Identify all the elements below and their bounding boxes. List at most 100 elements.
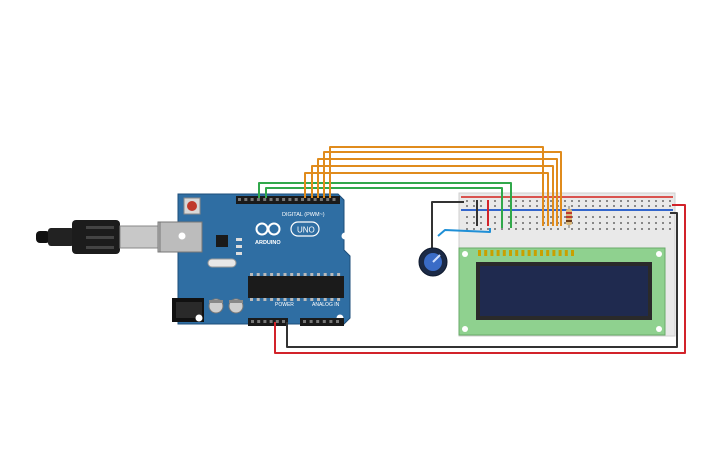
- wire-orange-4[interactable]: [323, 151, 562, 226]
- lcd-pin: [509, 250, 512, 256]
- breadboard-hole: [662, 228, 664, 230]
- breadboard-hole: [648, 216, 650, 218]
- chip-leg: [337, 273, 341, 276]
- wire-red-5v[interactable]: [274, 204, 686, 354]
- lcd-pin: [484, 250, 488, 256]
- breadboard-hole: [669, 216, 671, 218]
- breadboard-hole: [578, 216, 580, 218]
- breadboard-hole: [606, 205, 608, 207]
- lcd-pin: [515, 250, 519, 256]
- lcd-pin: [546, 250, 550, 256]
- chip-leg: [283, 298, 287, 301]
- header-pin: [303, 320, 306, 323]
- reset-button[interactable]: [183, 197, 201, 215]
- breadboard-hole: [515, 222, 517, 224]
- breadboard-hole: [655, 205, 657, 207]
- breadboard-hole: [494, 222, 496, 224]
- lcd-16x2-module[interactable]: [458, 247, 666, 336]
- breadboard-hole: [669, 228, 671, 230]
- breadboard-hole: [515, 228, 517, 230]
- header-pin: [263, 320, 267, 323]
- breadboard-hole: [494, 205, 496, 207]
- breadboard-hole: [599, 205, 601, 207]
- breadboard-hole: [627, 228, 629, 230]
- breadboard-hole: [529, 228, 531, 230]
- header-pin: [244, 198, 248, 201]
- breadboard-hole: [613, 216, 615, 218]
- breadboard-hole: [606, 222, 608, 224]
- wire-orange-2[interactable]: [311, 165, 554, 226]
- chip-leg: [270, 298, 274, 301]
- breadboard-hole: [480, 200, 482, 202]
- breadboard-hole: [648, 200, 650, 202]
- breadboard-hole: [648, 222, 650, 224]
- breadboard-hole: [550, 216, 552, 218]
- breadboard-hole: [627, 200, 629, 202]
- header-pin: [336, 320, 339, 323]
- breadboard-hole: [613, 222, 615, 224]
- breadboard-hole: [634, 216, 636, 218]
- resistor-icon[interactable]: [566, 206, 572, 228]
- breadboard-hole: [480, 205, 482, 207]
- wire-orange-3[interactable]: [317, 158, 558, 226]
- breadboard-hole: [662, 200, 664, 202]
- breadboard-hole: [473, 228, 475, 230]
- header-pin: [319, 198, 323, 201]
- wires: [258, 146, 686, 354]
- chip-leg: [263, 273, 267, 276]
- wire-green-2[interactable]: [265, 187, 503, 228]
- wire-orange-1[interactable]: [304, 172, 549, 226]
- board-name: UNO: [297, 226, 315, 235]
- breadboard-hole: [494, 200, 496, 202]
- lcd-pin: [552, 250, 556, 256]
- chip-leg: [330, 273, 334, 276]
- header-pin: [294, 198, 298, 201]
- breadboard-hole: [571, 228, 573, 230]
- potentiometer-icon[interactable]: [418, 247, 448, 277]
- breadboard-hole: [466, 222, 468, 224]
- chip-leg: [276, 298, 280, 301]
- header-pin: [282, 320, 285, 323]
- breadboard-hole: [466, 200, 468, 202]
- breadboard-hole: [480, 222, 482, 224]
- breadboard-hole: [543, 228, 545, 230]
- breadboard-hole: [487, 228, 489, 230]
- breadboard-hole: [620, 216, 622, 218]
- header-pin: [275, 198, 279, 201]
- smd-part: [236, 252, 242, 255]
- chip-leg: [296, 298, 300, 301]
- wire-green-1[interactable]: [258, 182, 512, 228]
- header-pin: [269, 198, 273, 201]
- mount-hole: [178, 232, 186, 240]
- chip-leg: [250, 298, 253, 301]
- breadboard-hole: [515, 200, 517, 202]
- breadboard-hole: [669, 200, 671, 202]
- chip-leg: [310, 298, 314, 301]
- header-pin: [282, 198, 286, 201]
- arduino-uno-board[interactable]: DIGITAL (PWM~) ARDUINO UNO POWER ANALOG …: [159, 193, 351, 326]
- breadboard-hole: [529, 205, 531, 207]
- header-pin: [251, 320, 254, 323]
- breadboard-hole: [655, 200, 657, 202]
- wire-black-gnd[interactable]: [286, 212, 678, 348]
- breadboard-hole: [655, 222, 657, 224]
- breadboard-hole: [466, 228, 468, 230]
- breadboard-hole: [613, 200, 615, 202]
- breadboard-hole: [466, 216, 468, 218]
- breadboard-hole: [627, 222, 629, 224]
- breadboard-hole: [550, 222, 552, 224]
- wire-black-pot[interactable]: [431, 201, 464, 252]
- chip-leg: [270, 273, 274, 276]
- breadboard-hole: [508, 216, 510, 218]
- breadboard-hole: [550, 228, 552, 230]
- breadboard-hole: [578, 222, 580, 224]
- breadboard-hole: [613, 228, 615, 230]
- breadboard-hole: [501, 228, 503, 230]
- wire-blue-pot[interactable]: [437, 228, 491, 237]
- breadboard-hole: [669, 205, 671, 207]
- breadboard-hole: [536, 205, 538, 207]
- wire-orange-5[interactable]: [329, 146, 544, 226]
- breadboard-hole: [578, 205, 580, 207]
